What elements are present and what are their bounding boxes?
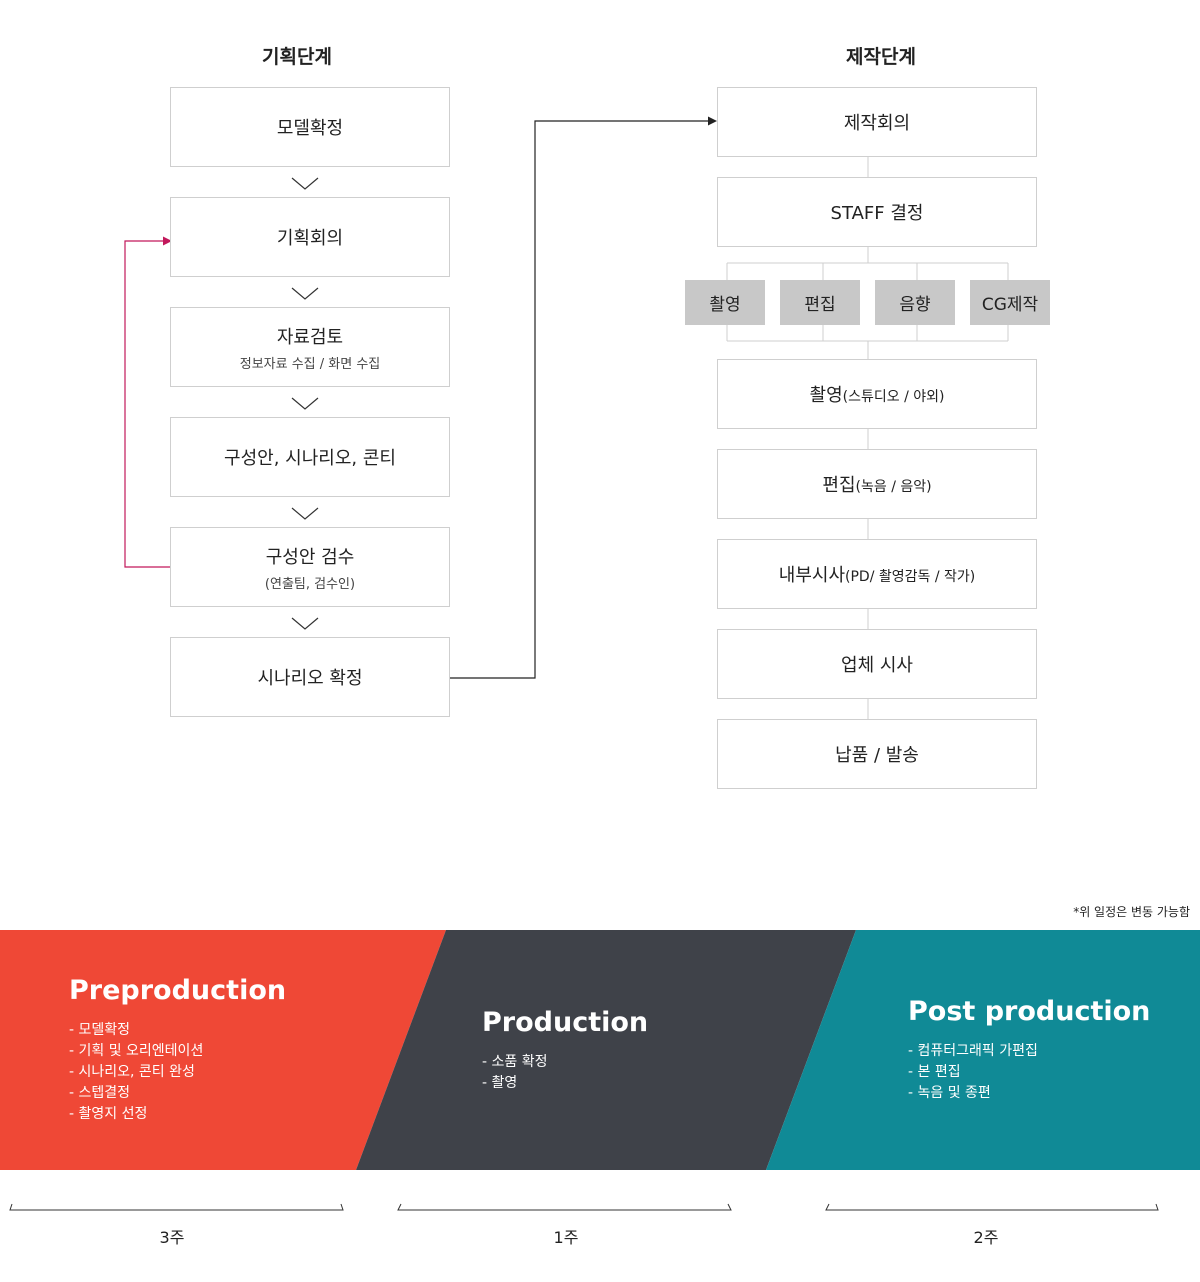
phase-bg-preproduction bbox=[0, 930, 446, 1170]
step-material-review: 자료검토 정보자료 수집 / 화면 수집 bbox=[170, 307, 450, 387]
step-label: 구성안 검수 bbox=[265, 546, 355, 568]
phase-title: Production bbox=[482, 1007, 649, 1038]
step-label: 촬영 bbox=[809, 385, 843, 406]
step-label: 내부시사 bbox=[778, 565, 846, 586]
duration-production: 1주 bbox=[553, 1228, 579, 1247]
phase-item: - 소품 확정 bbox=[482, 1054, 548, 1070]
phase-title: Post production bbox=[908, 996, 1151, 1027]
step-sublabel: 정보자료 수집 / 화면 수집 bbox=[239, 356, 381, 372]
step-label: 제작회의 bbox=[843, 113, 911, 134]
step-label: 업체 시사 bbox=[841, 655, 913, 676]
phase-production: Production - 소품 확정 - 촬영 bbox=[482, 1007, 648, 1094]
chevron-down-icon bbox=[291, 397, 319, 410]
chevron-down-icon bbox=[291, 507, 319, 520]
step-shooting: 촬영(스튜디오 / 야외) bbox=[717, 359, 1037, 429]
step-detail: (녹음 / 음악) bbox=[855, 479, 932, 495]
step-detail: (PD/ 촬영감독 / 작가) bbox=[845, 569, 976, 585]
phase-item: - 컴퓨터그래픽 가편집 bbox=[908, 1043, 1038, 1059]
planning-stage-title: 기획단계 bbox=[262, 46, 332, 68]
phase-item: - 모델확정 bbox=[69, 1022, 131, 1038]
stage-link-line bbox=[450, 120, 709, 679]
step-planning-meeting: 기획회의 bbox=[170, 197, 450, 277]
step-label: 편집 bbox=[822, 475, 856, 496]
phase-postproduction: Post production - 컴퓨터그래픽 가편집 - 본 편집 - 녹음… bbox=[908, 996, 1150, 1104]
duration-bracket-preproduction bbox=[9, 1203, 344, 1211]
production-stage-title: 제작단계 bbox=[846, 46, 916, 68]
task-shooting: 촬영 bbox=[685, 280, 765, 325]
step-delivery: 납품 / 발송 bbox=[717, 719, 1037, 789]
step-composition-scenario: 구성안, 시나리오, 콘티 bbox=[170, 417, 450, 497]
feedback-loop-line bbox=[124, 240, 170, 568]
step-scenario-confirm: 시나리오 확정 bbox=[170, 637, 450, 717]
step-label: 구성안, 시나리오, 콘티 bbox=[224, 448, 396, 469]
phase-item: - 본 편집 bbox=[908, 1064, 961, 1080]
duration-postproduction: 2주 bbox=[973, 1228, 999, 1247]
step-sublabel: (연출팀, 검수인) bbox=[264, 576, 356, 592]
step-label: STAFF 결정 bbox=[830, 203, 924, 224]
step-internal-preview: 내부시사(PD/ 촬영감독 / 작가) bbox=[717, 539, 1037, 609]
task-sound: 음향 bbox=[875, 280, 955, 325]
duration-bracket-production bbox=[397, 1203, 732, 1211]
schedule-note: *위 일정은 변동 가능함 bbox=[1073, 905, 1190, 919]
step-label: 시나리오 확정 bbox=[257, 668, 363, 689]
chevron-down-icon bbox=[291, 617, 319, 630]
step-label: 자료검토 bbox=[276, 326, 344, 348]
duration-brackets bbox=[9, 1203, 1159, 1211]
phase-item: - 시나리오, 콘티 완성 bbox=[69, 1064, 195, 1080]
step-editing: 편집(녹음 / 음악) bbox=[717, 449, 1037, 519]
feedback-loop-arrowhead bbox=[163, 236, 172, 246]
phase-item: - 촬영 bbox=[482, 1075, 518, 1091]
phase-bg-postproduction bbox=[766, 930, 1200, 1170]
duration-preproduction: 3주 bbox=[159, 1228, 185, 1247]
phase-item: - 녹음 및 종편 bbox=[908, 1085, 991, 1101]
phase-item: - 기획 및 오리엔테이션 bbox=[69, 1043, 204, 1059]
step-label: 기획회의 bbox=[276, 228, 344, 249]
stage-link-arrowhead bbox=[708, 116, 717, 126]
step-staff-decision: STAFF 결정 bbox=[717, 177, 1037, 247]
task-editing: 편집 bbox=[780, 280, 860, 325]
phase-item: - 촬영지 선정 bbox=[69, 1106, 148, 1122]
flow-connectors bbox=[124, 116, 1009, 719]
phase-title: Preproduction bbox=[69, 975, 287, 1006]
step-label: 모델확정 bbox=[276, 118, 344, 139]
step-detail: (스튜디오 / 야외) bbox=[842, 389, 945, 405]
chevron-down-icon bbox=[291, 287, 319, 300]
step-client-preview: 업체 시사 bbox=[717, 629, 1037, 699]
step-model-confirm: 모델확정 bbox=[170, 87, 450, 167]
duration-bracket-postproduction bbox=[825, 1203, 1159, 1211]
step-label: 납품 / 발송 bbox=[835, 745, 919, 766]
step-composition-review: 구성안 검수 (연출팀, 검수인) bbox=[170, 527, 450, 607]
chevron-down-icon bbox=[291, 177, 319, 190]
phase-item: - 스텝결정 bbox=[69, 1085, 131, 1101]
phase-preproduction: Preproduction - 모델확정 - 기획 및 오리엔테이션 - 시나리… bbox=[69, 975, 286, 1125]
phase-bg-production bbox=[356, 930, 856, 1170]
task-cg: CG제작 bbox=[970, 280, 1050, 325]
step-production-meeting: 제작회의 bbox=[717, 87, 1037, 157]
phase-band bbox=[0, 930, 1200, 1170]
